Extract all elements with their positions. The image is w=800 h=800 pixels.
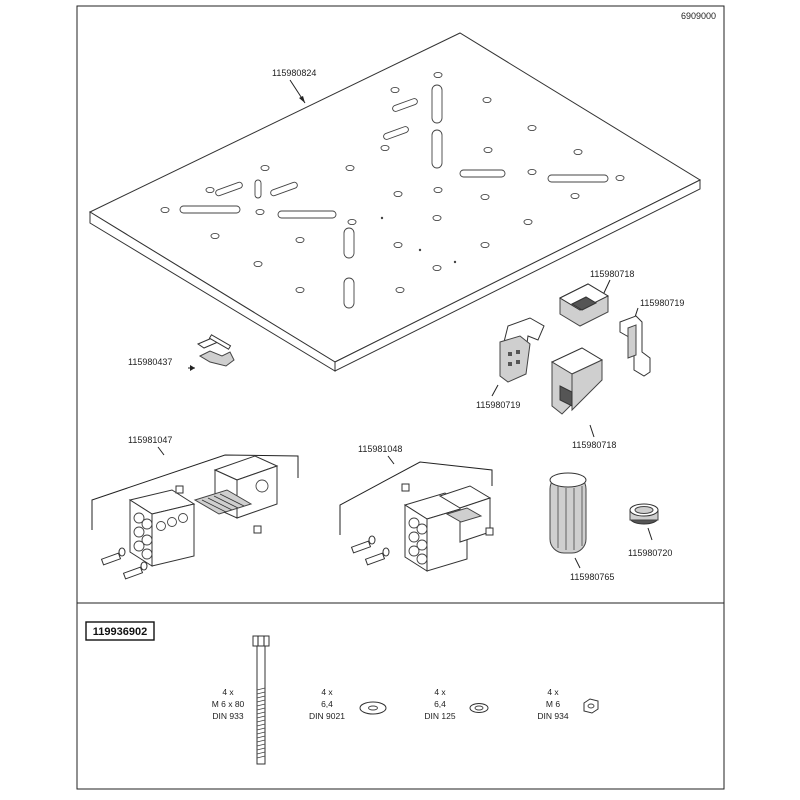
bracket-bottom [550,347,604,438]
cap-part [629,503,659,541]
label-cap: 115980720 [628,548,672,558]
kit-item-4-std: DIN 934 [537,711,568,721]
kit-item-1-qty: 4 x [222,687,234,697]
label-roller: 115980765 [570,572,614,582]
clip-part [188,334,235,371]
label-clamp-a: 115981047 [128,435,172,445]
kit-number: 119936902 [93,626,147,638]
label-bracket-bottom: 115980718 [572,440,616,450]
doc-number: 6909000 [681,11,716,21]
kit-item-1-std: DIN 933 [212,711,243,721]
label-bracket-right: 115980719 [640,298,684,308]
outer-frame [76,5,725,790]
kit-item-2-std: DIN 9021 [309,711,345,721]
label-clamp-b: 115981048 [358,444,402,454]
label-clip: 115980437 [128,357,172,367]
kit-item-3-size: 6,4 [434,699,446,709]
washer-icon [469,703,489,713]
label-plate: 115980824 [272,68,316,78]
clamp-assembly-a [91,446,299,580]
hex-nut-icon [583,698,599,714]
clamp-assembly-b [339,455,494,572]
label-bracket-top: 115980718 [590,269,634,279]
label-bracket-left: 115980719 [476,400,520,410]
kit-item-4-qty: 4 x [547,687,559,697]
roller-part [549,472,587,569]
kit-item-1-size: M 6 x 80 [212,699,245,709]
kit-item-4-size: M 6 [546,699,560,709]
kit-item-2-size: 6,4 [321,699,333,709]
hex-bolt-icon [252,635,270,765]
kit-number-box [85,621,155,641]
large-washer-icon [359,701,387,715]
kit-item-2-qty: 4 x [321,687,333,697]
base-plate [88,32,702,372]
kit-item-3-std: DIN 125 [424,711,455,721]
kit-item-3-qty: 4 x [434,687,446,697]
bracket-top [558,279,611,327]
bracket-right [619,307,651,377]
bracket-left [491,317,545,397]
